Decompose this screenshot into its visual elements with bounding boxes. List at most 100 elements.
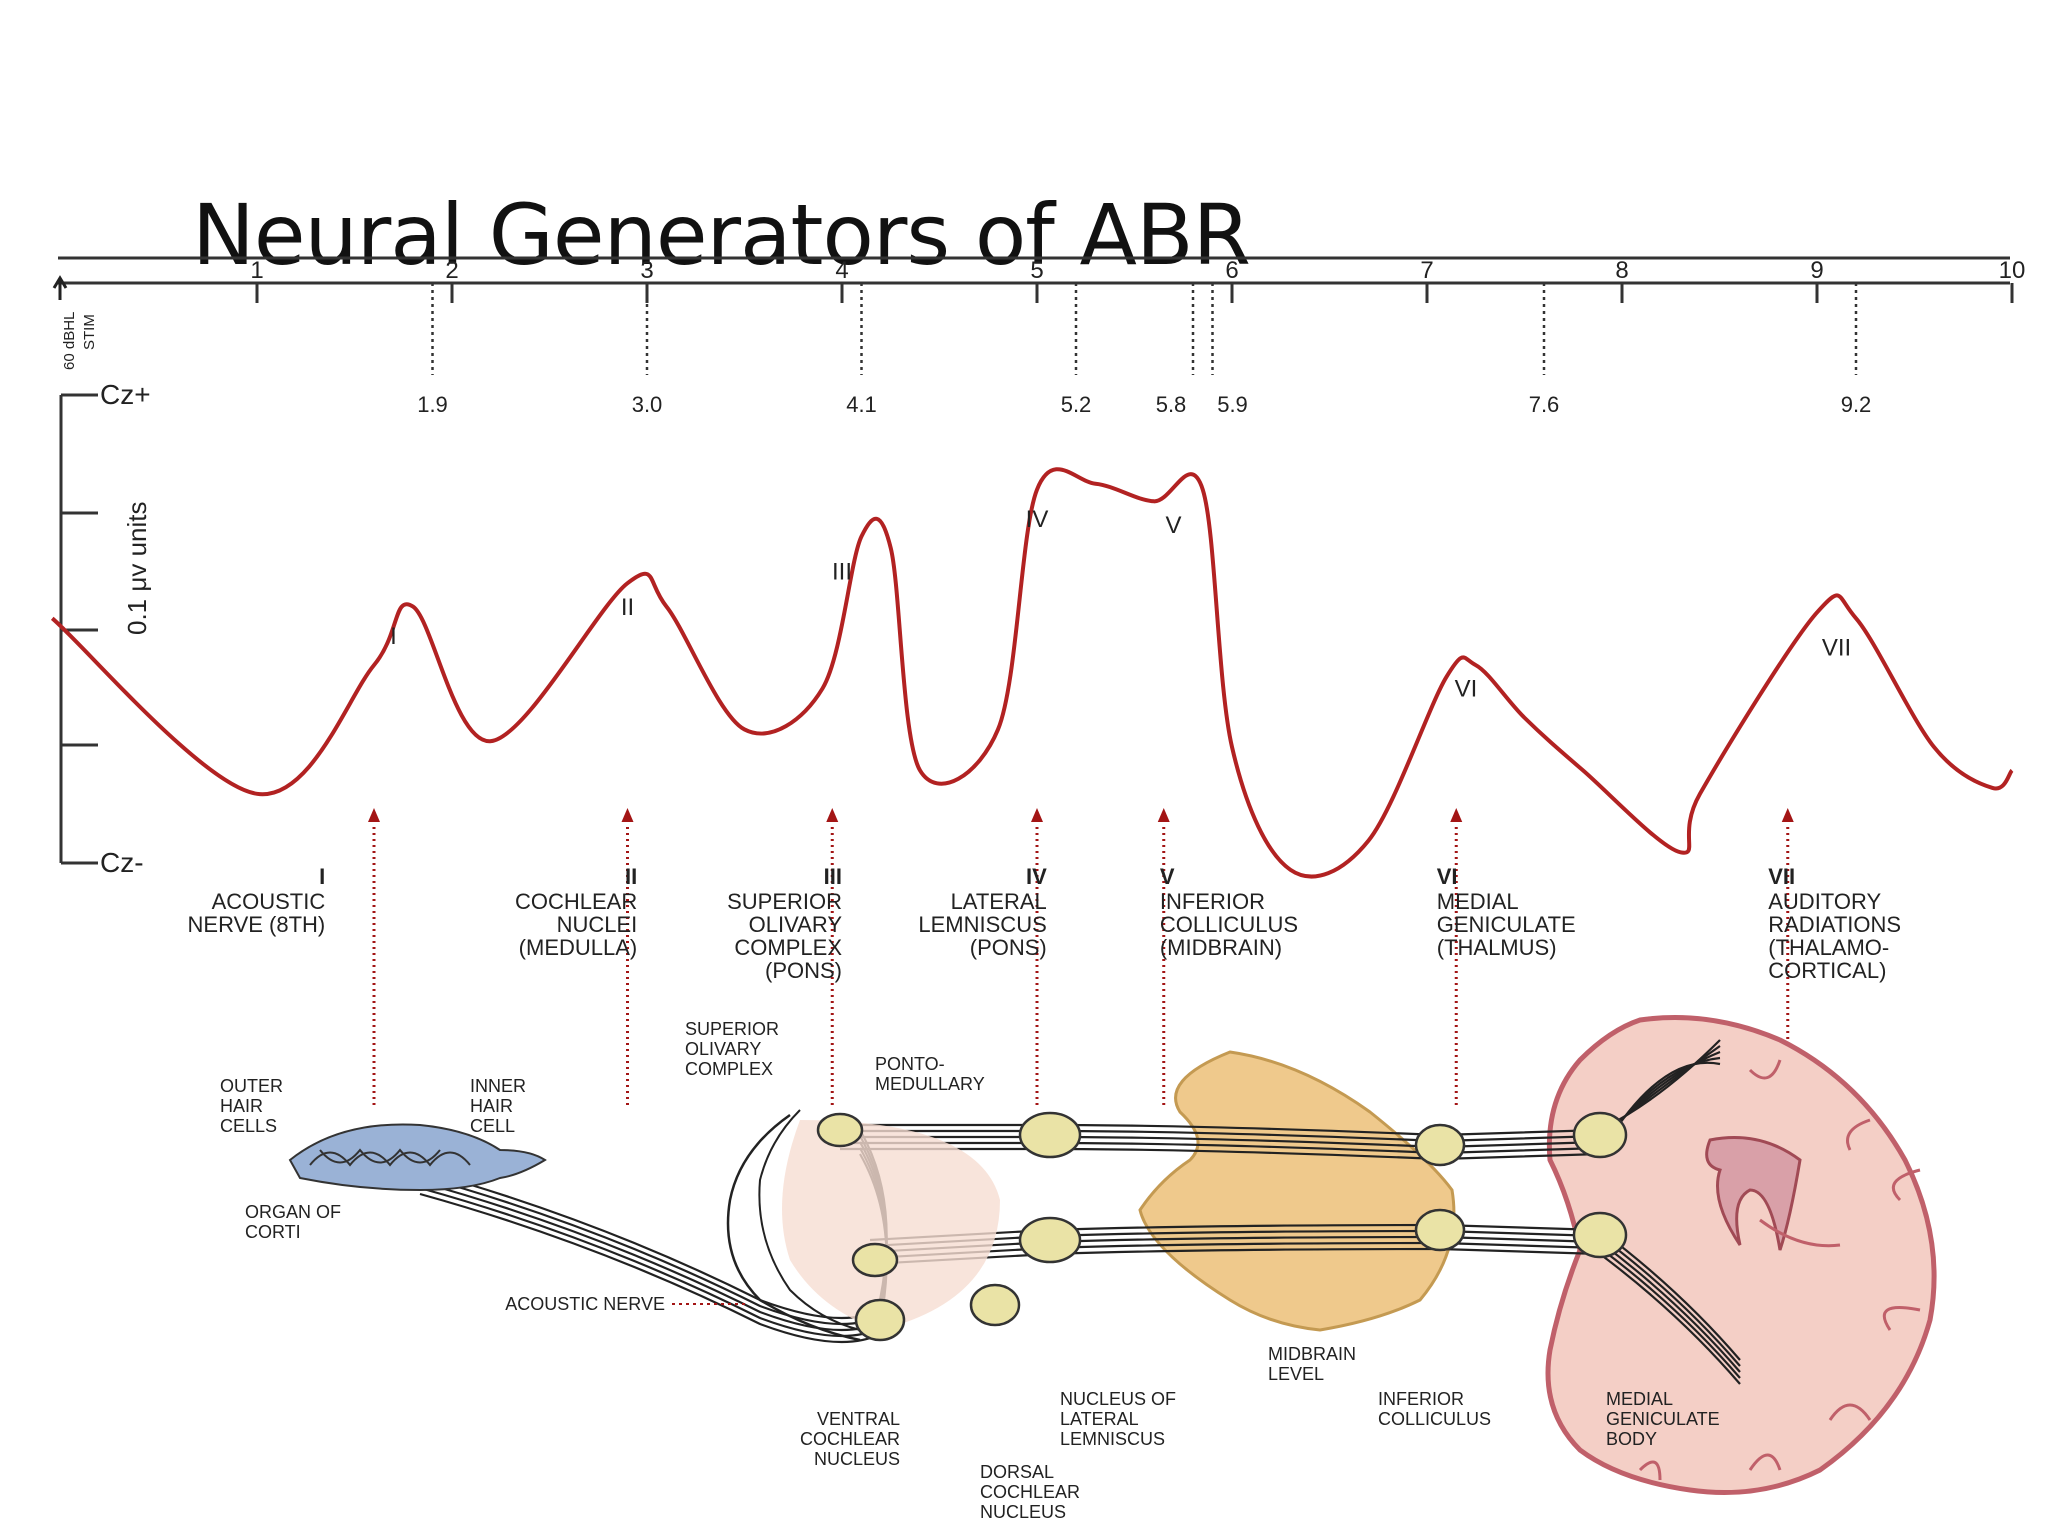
cerebrum-shape: [1545, 1015, 1937, 1495]
latency-label: 5.2: [1061, 392, 1092, 417]
generator-number: III: [824, 864, 842, 889]
anatomy-label-inner-hair: CELL: [470, 1116, 515, 1136]
axis-tick-label: 1: [250, 257, 263, 284]
radiation-fiber: [1599, 1253, 1741, 1385]
lower-tract-fiber: [869, 1223, 1601, 1242]
axis-tick-label: 8: [1615, 257, 1628, 284]
cz-plus-label: Cz+: [100, 379, 151, 410]
latency-label: 5.8: [1156, 392, 1187, 417]
lateral-lemniscus-nucleus: [1018, 1111, 1082, 1159]
superior-olivary-nucleus: [816, 1112, 864, 1148]
upper-tract-fiber: [840, 1129, 1601, 1143]
lateral-lemniscus-nucleus: [1018, 1216, 1082, 1264]
axis-tick-label: 4: [835, 257, 848, 284]
wave-label-iii: III: [832, 559, 852, 586]
latency-label: 7.6: [1529, 392, 1560, 417]
pointer-arrow-icon: [1031, 808, 1043, 822]
generator-text: MEDIAL: [1437, 889, 1519, 914]
generator-text: SUPERIOR: [727, 889, 842, 914]
generator-text: AUDITORY: [1768, 889, 1881, 914]
anatomy-label-organ: ORGAN OF: [245, 1202, 341, 1222]
axis-tick-label: 10: [1999, 257, 2026, 284]
midbrain-shape: [1138, 1050, 1456, 1332]
generator-number: V: [1160, 864, 1175, 889]
anatomy-label-dorsal: DORSAL: [980, 1462, 1054, 1482]
dorsal-cochlear-nucleus: [969, 1283, 1021, 1327]
cochlea-coil: [309, 1148, 471, 1167]
pointer-arrow-icon: [826, 808, 839, 822]
axis-tick-label: 2: [445, 257, 458, 284]
generator-number: IV: [1026, 864, 1047, 889]
anatomy-label-acoustic-nerve: ACOUSTIC NERVE: [505, 1294, 665, 1314]
generator-text: LATERAL: [951, 889, 1047, 914]
generator-number: VII: [1768, 864, 1795, 889]
axis-tick-label: 9: [1810, 257, 1823, 284]
axis-tick-label: 3: [640, 257, 653, 284]
anatomy-label-superior-olivary: OLIVARY: [685, 1039, 761, 1059]
wave-label-vi: VI: [1455, 676, 1478, 703]
generator-text: COCHLEAR: [515, 889, 637, 914]
anatomy-label-superior-olivary: SUPERIOR: [685, 1019, 779, 1039]
anatomy-label-mgb: MEDIAL: [1606, 1389, 1673, 1409]
generator-text: GENICULATE: [1437, 912, 1576, 937]
upper-tract-fiber: [840, 1123, 1601, 1137]
wave-label-iv: IV: [1026, 506, 1049, 533]
latency-label: 4.1: [846, 392, 877, 417]
pointer-arrow-icon: [1781, 808, 1794, 822]
anatomy-label-ponto: PONTO-: [875, 1054, 945, 1074]
anatomy-label-inner-hair: HAIR: [470, 1096, 513, 1116]
generator-text: NUCLEI: [557, 912, 638, 937]
generator-text: (PONS): [765, 958, 842, 983]
anatomy-label-inferior-coll: COLLICULUS: [1378, 1409, 1491, 1429]
generator-text: (PONS): [970, 935, 1047, 960]
latency-label: 9.2: [1841, 392, 1872, 417]
superior-olivary-nucleus: [851, 1242, 899, 1278]
anatomy-label-ventral: COCHLEAR: [800, 1429, 900, 1449]
generator-text: CORTICAL): [1768, 958, 1886, 983]
lower-tract-fiber: [869, 1241, 1601, 1260]
anatomy-label-inferior-coll: INFERIOR: [1378, 1389, 1464, 1409]
inferior-colliculus: [1414, 1123, 1466, 1167]
radiation-fiber: [1599, 1241, 1741, 1373]
wave-label-ii: II: [621, 594, 634, 621]
anatomy-label-nucleus-ll: LATERAL: [1060, 1409, 1139, 1429]
anatomy-label-nucleus-ll: LEMNISCUS: [1060, 1429, 1165, 1449]
generator-text: OLIVARY: [749, 912, 843, 937]
generator-number: II: [625, 864, 637, 889]
abr-waveform: [50, 467, 2014, 879]
auditory-pathway-anatomy: [288, 1015, 1937, 1495]
cz-minus-label: Cz-: [100, 847, 144, 878]
anatomy-label-outer-hair: OUTER: [220, 1076, 283, 1096]
stim-label-1: 60 dBHL: [61, 312, 78, 370]
generator-text: (MEDULLA): [519, 935, 638, 960]
anatomy-label-ventral: VENTRAL: [817, 1409, 900, 1429]
stim-arrow-icon: [52, 275, 68, 300]
brainstem-outline: [726, 1113, 861, 1342]
y-axis-label: 0.1 μv units: [122, 502, 152, 636]
gyri: [1638, 1059, 1921, 1481]
acoustic-nerve-fiber: [419, 1192, 881, 1344]
pointer-arrow-icon: [621, 808, 634, 822]
stim-label-2: STIM: [81, 314, 98, 350]
generator-text: (MIDBRAIN): [1160, 935, 1282, 960]
anatomy-label-ventral: NUCLEUS: [814, 1449, 900, 1469]
latency-label: 5.9: [1217, 392, 1248, 417]
inferior-colliculus: [1414, 1208, 1466, 1252]
anatomy-label-organ: CORTI: [245, 1222, 301, 1242]
cochlea-icon: [288, 1123, 547, 1192]
anatomy-label-midbrain: MIDBRAIN: [1268, 1344, 1356, 1364]
anatomy-label-dorsal: COCHLEAR: [980, 1482, 1080, 1502]
anatomy-label-superior-olivary: COMPLEX: [685, 1059, 773, 1079]
anatomy-label-ponto: MEDULLARY: [875, 1074, 985, 1094]
anatomy-label-dorsal: NUCLEUS: [980, 1502, 1066, 1522]
generator-text: COMPLEX: [734, 935, 842, 960]
medial-geniculate: [1572, 1111, 1628, 1159]
generator-text: ACOUSTIC: [212, 889, 326, 914]
generator-text: RADIATIONS: [1768, 912, 1901, 937]
amplitude-axis: 60 dBHL STIM 0.1 μv units Cz+ Cz-: [52, 275, 152, 878]
upper-tract-fiber: [840, 1147, 1601, 1161]
